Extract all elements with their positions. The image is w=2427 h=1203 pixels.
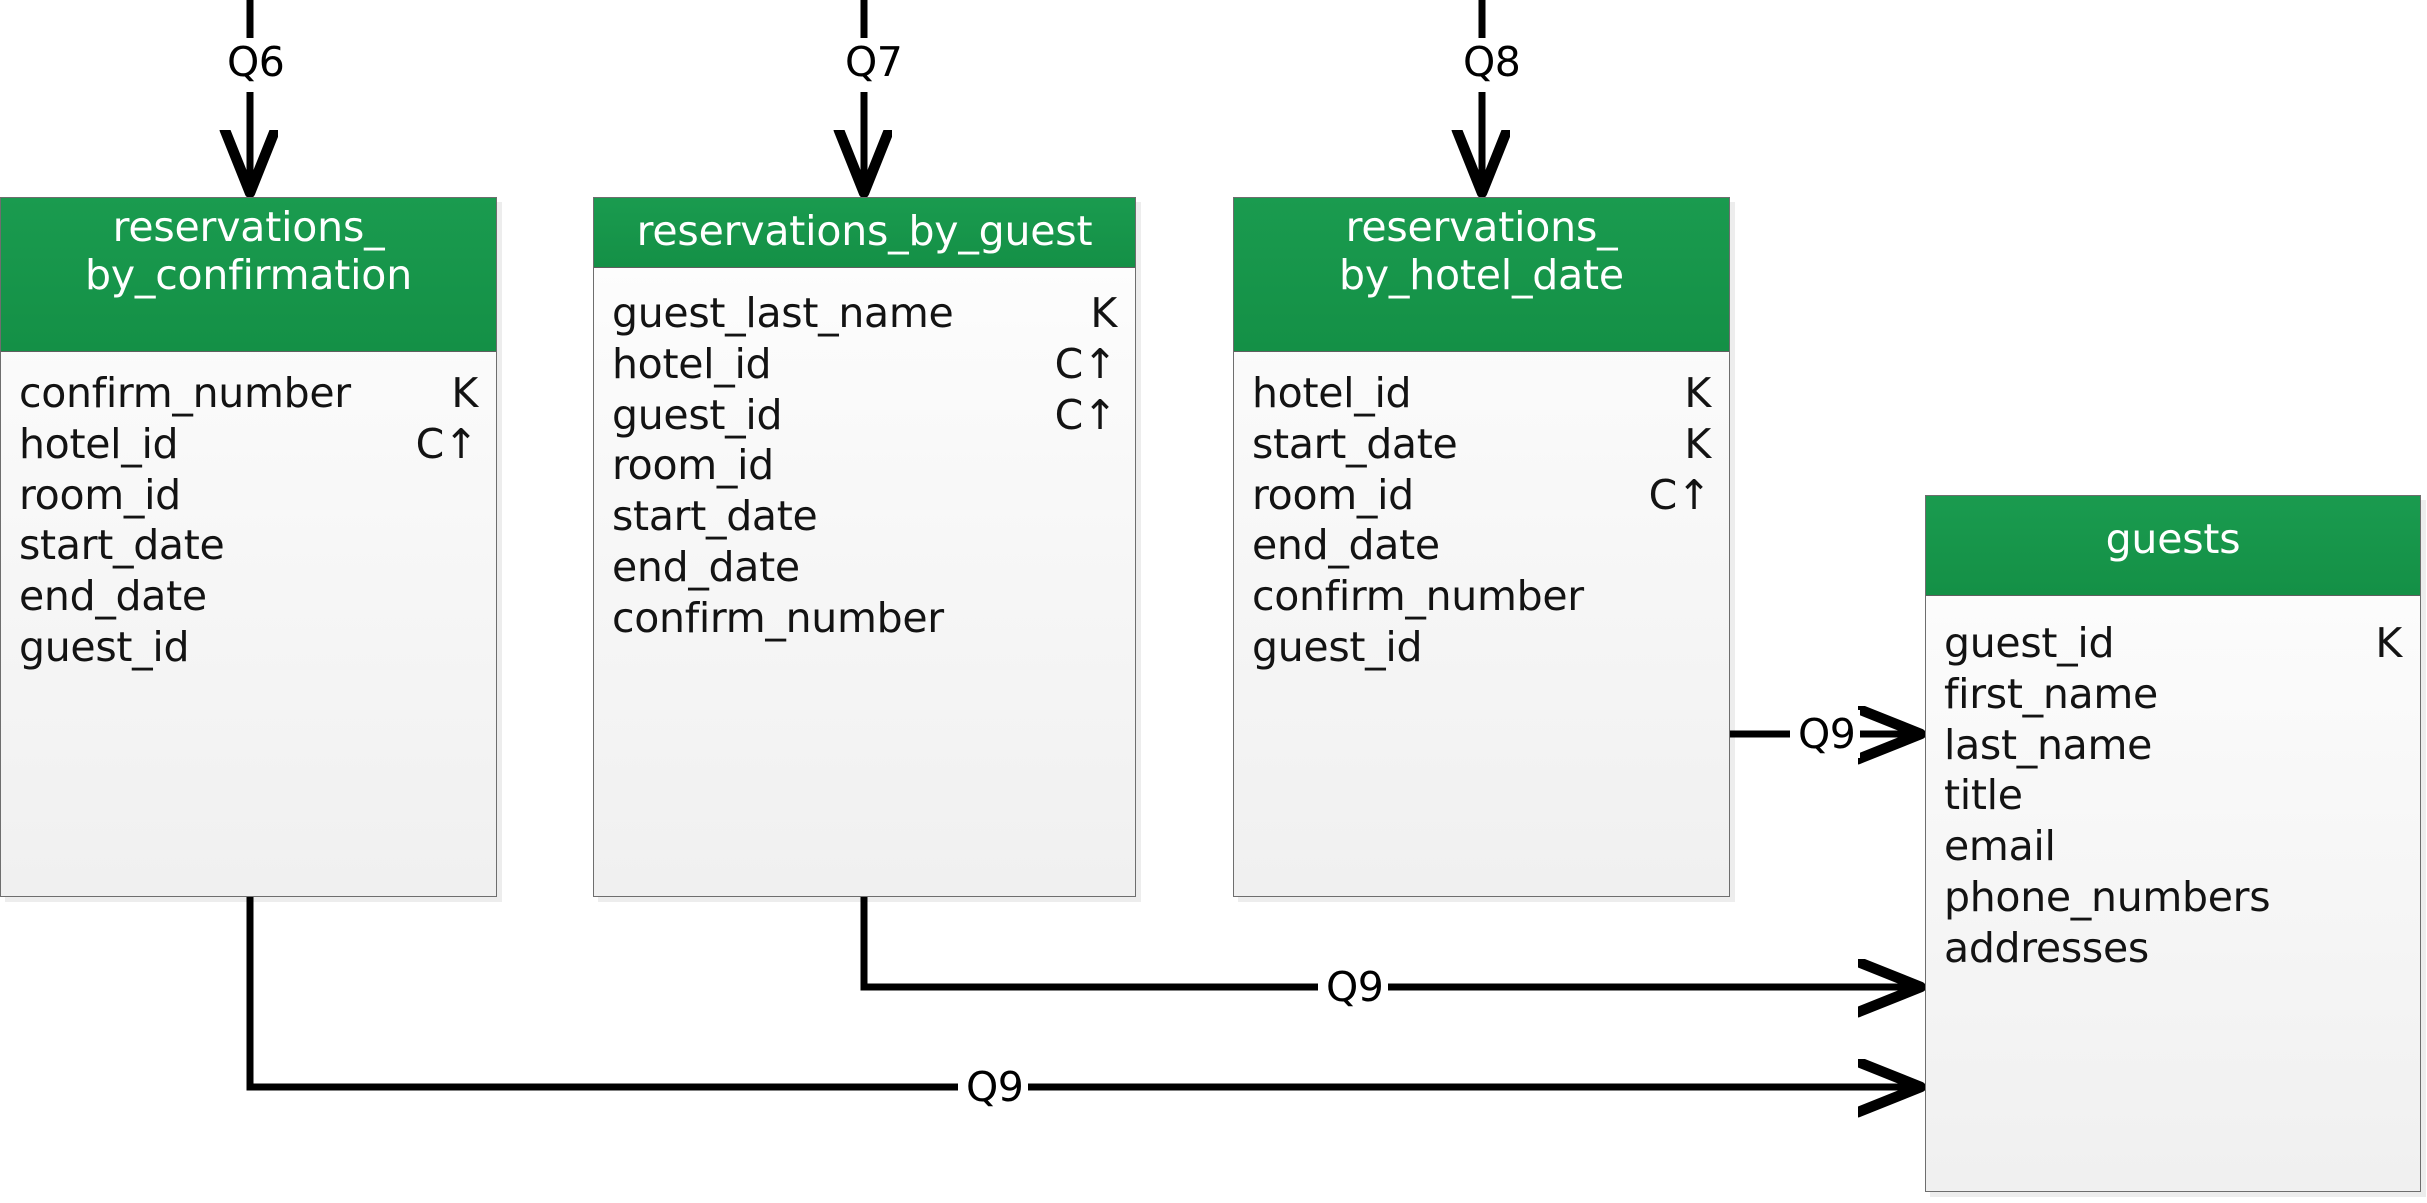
field-name: start_date	[1252, 419, 1458, 468]
table-row: confirm_number K	[19, 368, 478, 419]
table-row: end_date	[1252, 520, 1711, 571]
field-name: title	[1944, 771, 2023, 820]
field-key: C↑	[1054, 339, 1118, 388]
field-name: room_id	[19, 470, 181, 519]
field-name: room_id	[612, 441, 774, 490]
table-row: addresses	[1944, 923, 2402, 974]
table-row: room_id	[612, 440, 1117, 491]
field-name: start_date	[612, 492, 818, 541]
field-key: C↑	[1648, 470, 1712, 519]
table-reservations-by-confirmation[interactable]: reservations_ by_confirmation confirm_nu…	[0, 197, 497, 897]
field-key: K	[451, 369, 478, 417]
edge-label-q6: Q6	[222, 38, 290, 86]
table-row: last_name	[1944, 720, 2402, 771]
table-row: hotel_id K	[1252, 368, 1711, 419]
field-name: guest_id	[612, 390, 783, 439]
table-row: start_date	[612, 491, 1117, 542]
field-name: confirm_number	[19, 369, 351, 417]
table-row: hotel_id C↑	[612, 339, 1117, 390]
field-name: guest_id	[1252, 623, 1423, 672]
field-name: start_date	[19, 521, 225, 570]
field-list: guest_id K first_name last_name title em…	[1926, 596, 2420, 988]
edge-label-q9-by-guest-to-guests: Q9	[1321, 963, 1389, 1011]
field-key: K	[1090, 289, 1117, 337]
field-name: guest_last_name	[612, 289, 954, 337]
edge-q9c	[246, 897, 1918, 1087]
table-row: confirm_number	[1252, 571, 1711, 622]
table-row: confirm_number	[612, 593, 1117, 644]
table-row: end_date	[612, 542, 1117, 593]
field-key: C↑	[415, 419, 479, 468]
field-key: K	[2375, 619, 2402, 667]
edge-label-q9-by-confirmation-to-guests: Q9	[961, 1063, 1029, 1111]
table-row: hotel_id C↑	[19, 419, 478, 470]
field-name: guest_id	[1944, 619, 2115, 667]
table-title: reservations_ by_hotel_date	[1234, 198, 1729, 352]
field-name: addresses	[1944, 923, 2149, 972]
field-key: K	[1684, 369, 1711, 417]
table-title: reservations_by_guest	[594, 198, 1135, 268]
table-row: email	[1944, 821, 2402, 872]
field-key: C↑	[1054, 390, 1118, 439]
field-key: K	[1684, 419, 1711, 468]
field-name: hotel_id	[19, 419, 179, 468]
table-guests[interactable]: guests guest_id K first_name last_name t…	[1925, 495, 2421, 1192]
table-row: guest_id K	[1944, 618, 2402, 669]
field-name: first_name	[1944, 669, 2158, 718]
table-row: room_id	[19, 470, 478, 521]
table-row: guest_id C↑	[612, 390, 1117, 441]
table-row: end_date	[19, 571, 478, 622]
table-row: guest_id	[19, 622, 478, 673]
table-row: first_name	[1944, 669, 2402, 720]
table-row: guest_id	[1252, 622, 1711, 673]
field-list: hotel_id K start_date K room_id C↑ end_d…	[1234, 352, 1729, 687]
field-name: end_date	[19, 572, 207, 621]
field-name: hotel_id	[1252, 369, 1412, 417]
field-name: phone_numbers	[1944, 873, 2271, 922]
table-row: room_id C↑	[1252, 470, 1711, 521]
table-row: phone_numbers	[1944, 872, 2402, 923]
table-row: title	[1944, 770, 2402, 821]
table-row: guest_last_name K	[612, 288, 1117, 339]
field-name: room_id	[1252, 470, 1414, 519]
field-name: hotel_id	[612, 339, 772, 388]
table-row: start_date K	[1252, 419, 1711, 470]
table-reservations-by-guest[interactable]: reservations_by_guest guest_last_name K …	[593, 197, 1136, 897]
field-name: confirm_number	[1252, 572, 1584, 621]
edge-label-q7: Q7	[840, 38, 908, 86]
field-name: last_name	[1944, 720, 2153, 769]
field-name: end_date	[1252, 521, 1440, 570]
table-title: guests	[1926, 496, 2420, 596]
field-list: confirm_number K hotel_id C↑ room_id sta…	[1, 352, 496, 687]
edge-q9b	[860, 897, 1918, 987]
field-name: guest_id	[19, 623, 190, 672]
table-row: start_date	[19, 520, 478, 571]
field-name: confirm_number	[612, 593, 944, 642]
edge-label-q9-hotel-date-to-guests: Q9	[1793, 710, 1861, 758]
field-name: email	[1944, 822, 2056, 871]
table-title: reservations_ by_confirmation	[1, 198, 496, 352]
edge-label-q8: Q8	[1458, 38, 1526, 86]
field-name: end_date	[612, 543, 800, 592]
field-list: guest_last_name K hotel_id C↑ guest_id C…	[594, 268, 1135, 658]
table-reservations-by-hotel-date[interactable]: reservations_ by_hotel_date hotel_id K s…	[1233, 197, 1730, 897]
